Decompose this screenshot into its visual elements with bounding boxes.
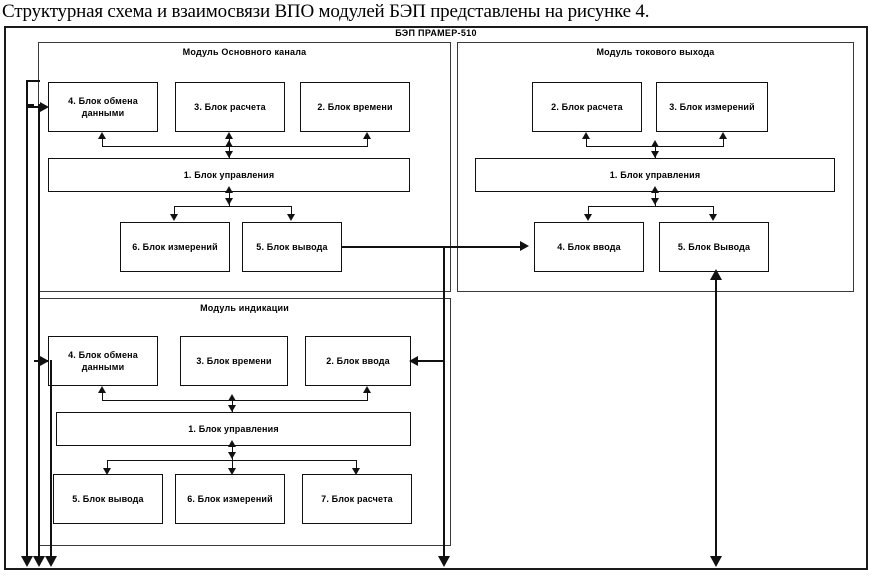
cur-bus-branch-left xyxy=(586,139,588,147)
block-ind-output: 5. Блок вывода xyxy=(53,474,163,524)
arrow-into-cur-input xyxy=(520,241,529,251)
module-main-channel-title: Модуль Основного канала xyxy=(182,47,307,57)
ind-bus-bottom-left xyxy=(107,460,109,469)
right-trunk-arrow-down xyxy=(710,556,722,567)
block-ind-measurement: 6. Блок измерений xyxy=(175,474,285,524)
main-arrow-to-measurement xyxy=(170,214,178,221)
block-main-measurement: 6. Блок измерений xyxy=(120,222,230,272)
main-bus-branch-left xyxy=(102,139,104,147)
cur-arrow-to-output xyxy=(709,214,717,221)
left-bus-indication-arrow-down xyxy=(45,556,57,567)
cur-arrow-to-input xyxy=(584,214,592,221)
block-main-time: 2. Блок времени xyxy=(300,82,410,132)
main-arrow-up-to-control xyxy=(225,186,233,193)
block-diagram: БЭП ПРАМЕР-510 Модуль Основного канала 4… xyxy=(4,26,870,572)
ind-bus-bottom-right xyxy=(356,460,358,469)
main-arrow-to-time xyxy=(363,132,371,139)
cur-arrow-up-to-control xyxy=(651,186,659,193)
block-main-calculation: 3. Блок расчета xyxy=(175,82,285,132)
cur-arrow-down-from-control xyxy=(651,198,659,205)
block-cur-measurement: 3. Блок измерений xyxy=(656,82,768,132)
ind-arrow-bus-up xyxy=(228,394,236,401)
block-main-output: 5. Блок вывода xyxy=(242,222,342,272)
arrow-into-main-data-exchange xyxy=(40,102,49,112)
block-ind-time: 3. Блок времени xyxy=(180,336,288,386)
arrow-into-ind-input xyxy=(409,356,418,366)
block-ind-data-exchange: 4. Блок обмена данными xyxy=(48,336,158,386)
ind-arrow-to-data-exchange xyxy=(98,386,106,393)
outer-frame-title: БЭП ПРАМЕР-510 xyxy=(395,28,477,38)
module-indication-title: Модуль индикации xyxy=(200,303,289,313)
left-bus-outer-vertical xyxy=(26,80,29,560)
ind-arrow-to-input xyxy=(363,386,371,393)
main-arrow-to-calculation xyxy=(225,132,233,139)
block-cur-input: 4. Блок ввода xyxy=(534,222,644,272)
main-arrow-control-down xyxy=(225,151,233,158)
left-bus-outer-arrow-down xyxy=(21,556,33,567)
main-bus-top-horizontal xyxy=(102,146,368,148)
ind-bus-branch-left xyxy=(102,393,104,401)
link-to-main-data-exchange xyxy=(26,106,44,109)
main-arrow-to-output xyxy=(287,214,295,221)
arrow-into-cur-output xyxy=(710,269,722,280)
block-main-data-exchange: 4. Блок обмена данными xyxy=(48,82,158,132)
ind-arrow-to-measurement xyxy=(228,468,236,475)
block-cur-output: 5. Блок Выводa xyxy=(659,222,769,272)
cur-bus-bottom-right xyxy=(713,206,715,215)
center-trunk-arrow-down xyxy=(438,556,450,567)
ind-arrow-to-output xyxy=(103,468,111,475)
main-bus-bottom-left xyxy=(174,206,176,215)
cur-arrow-to-calculation xyxy=(582,132,590,139)
left-bus-feed-main xyxy=(26,104,34,107)
center-trunk-vertical xyxy=(443,246,446,560)
left-bus-inner-vertical xyxy=(38,104,41,560)
arrow-into-ind-data-exchange xyxy=(40,356,49,366)
cur-arrow-bus-up xyxy=(651,140,659,147)
left-bus-outer-to-main xyxy=(26,80,40,83)
main-bus-bottom-right xyxy=(291,206,293,215)
block-ind-input: 2. Блок ввода xyxy=(305,336,411,386)
right-trunk-vertical xyxy=(715,276,718,560)
cur-bus-bottom-left xyxy=(588,206,590,215)
cur-arrow-to-measurement xyxy=(719,132,727,139)
cur-bus-branch-right xyxy=(723,139,725,147)
ind-bus-bottom-mid xyxy=(232,460,234,469)
main-bus-branch-right xyxy=(367,139,369,147)
ind-arrow-to-calculation xyxy=(352,468,360,475)
ind-arrow-down-from-control xyxy=(228,452,236,459)
module-current-output-title: Модуль токового выхода xyxy=(596,47,715,57)
block-ind-calculation: 7. Блок расчета xyxy=(302,474,412,524)
left-bus-inner-arrow-down xyxy=(33,556,45,567)
main-arrow-down-from-control xyxy=(225,198,233,205)
ind-arrow-control-down xyxy=(228,405,236,412)
left-bus-indication-vertical xyxy=(50,360,53,560)
link-trunk-to-ind-input xyxy=(416,360,444,363)
ind-arrow-up-to-control xyxy=(228,440,236,447)
main-arrow-to-data-exchange xyxy=(98,132,106,139)
cur-arrow-control-down xyxy=(651,151,659,158)
cur-bus-bottom-horizontal xyxy=(588,206,714,208)
block-cur-calculation: 2. Блок расчета xyxy=(532,82,642,132)
main-arrow-bus-up xyxy=(225,140,233,147)
link-main-output-to-cur-input xyxy=(342,246,524,249)
main-bus-bottom-horizontal xyxy=(174,206,292,208)
ind-bus-branch-right xyxy=(367,393,369,401)
figure-caption: Структурная схема и взаимосвязи ВПО моду… xyxy=(2,1,650,22)
